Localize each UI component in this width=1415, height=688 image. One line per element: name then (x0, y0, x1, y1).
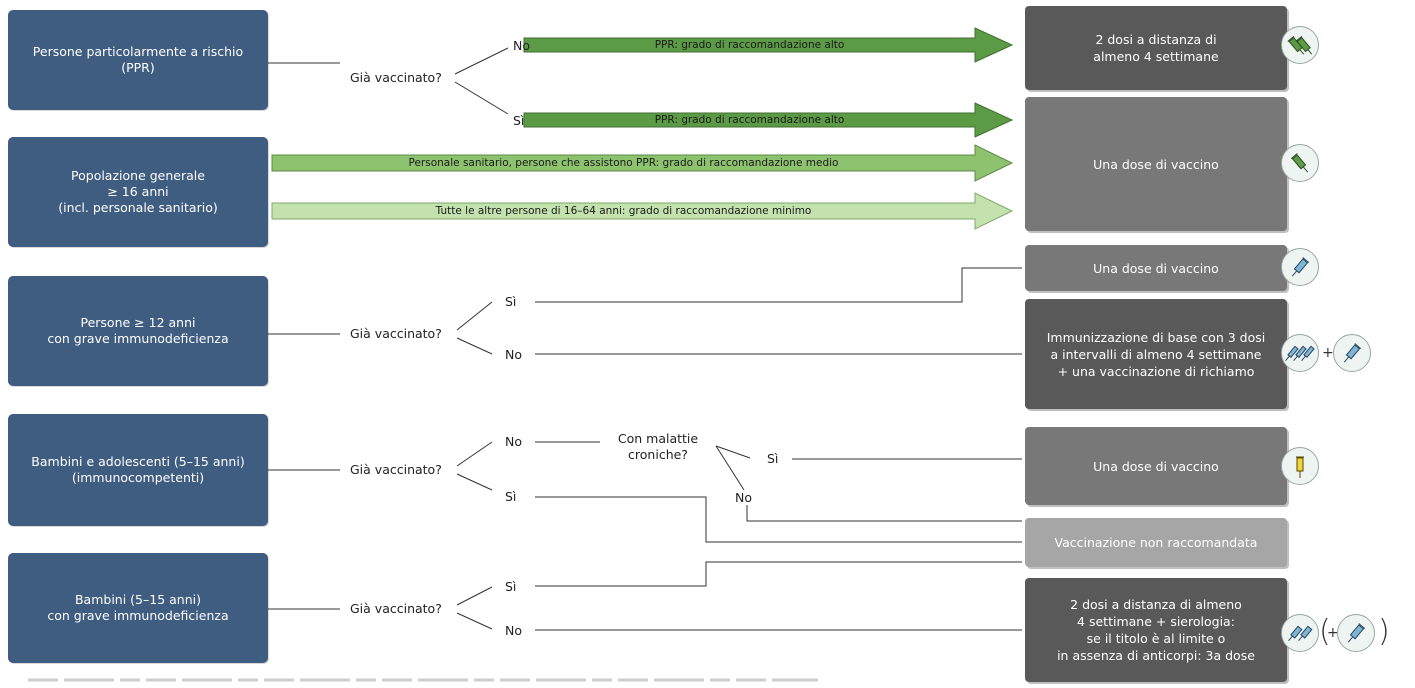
plus-sign-1: + (1322, 345, 1334, 361)
answer-no-4: No (505, 434, 522, 449)
result-box-one-dose-general: Una dose di vaccino (1025, 97, 1287, 231)
question-vaccinated-3: Già vaccinato? (350, 326, 442, 341)
group-label-general-population: Popolazione generale ≥ 16 anni (incl. pe… (58, 168, 218, 215)
result-box-basic-immunization: Immunizzazione di base con 3 dosi a inte… (1025, 299, 1287, 409)
question-chronic: Con malattie croniche? (617, 431, 699, 462)
answer-yes-3: Sì (505, 294, 517, 309)
three-syringes-blue-icon (1281, 334, 1319, 372)
answer-chronic-yes: Sì (767, 451, 779, 466)
group-box-children-immunocompetent: Bambini e adolescenti (5–15 anni) (immun… (8, 414, 268, 526)
answer-no-1: No (513, 38, 530, 53)
group-box-general-population: Popolazione generale ≥ 16 anni (incl. pe… (8, 137, 268, 247)
plus-sign-2: + (1327, 625, 1339, 641)
result-label-one-dose-chronic: Una dose di vaccino (1093, 458, 1219, 474)
booster-syringe-blue-icon (1333, 334, 1371, 372)
two-syringes-blue-icon (1281, 614, 1319, 652)
group-label-immunodeficient-12: Persone ≥ 12 anni con grave immunodefici… (47, 315, 229, 346)
result-label-basic-immunization: Immunizzazione di base con 3 dosi a inte… (1046, 329, 1266, 379)
result-box-one-dose-chronic: Una dose di vaccino (1025, 427, 1287, 505)
answer-chronic-no: No (735, 490, 752, 505)
result-label-not-recommended: Vaccinazione non raccomandata (1054, 535, 1258, 550)
arrow-shapes (271, 27, 1014, 230)
result-label-one-dose-immuno: Una dose di vaccino (1093, 260, 1219, 276)
result-box-not-recommended: Vaccinazione non raccomandata (1025, 518, 1287, 567)
group-box-ppr: Persone particolarmente a rischio (PPR) (8, 10, 268, 110)
result-box-two-doses-serology: 2 dosi a distanza di almeno 4 settimane … (1025, 578, 1287, 682)
paren-close: ) (1378, 614, 1390, 649)
result-label-two-doses-serology: 2 dosi a distanza di almeno 4 settimane … (1057, 597, 1255, 663)
two-syringes-green-icon (1281, 26, 1319, 64)
syringe-blue-icon (1281, 248, 1319, 286)
result-label-one-dose-general: Una dose di vaccino (1093, 156, 1219, 172)
group-box-immunodeficient-12: Persone ≥ 12 anni con grave immunodefici… (8, 276, 268, 386)
footnote-illegible (28, 678, 818, 682)
syringe-green-icon (1281, 144, 1319, 182)
answer-no-5: No (505, 623, 522, 638)
group-box-children-immunodeficient: Bambini (5–15 anni) con grave immunodefi… (8, 553, 268, 663)
result-box-two-doses: 2 dosi a distanza di almeno 4 settimane (1025, 6, 1287, 90)
answer-yes-1: Sì (513, 113, 525, 128)
paren-open: ( (1319, 614, 1331, 649)
answer-yes-5: Sì (505, 579, 517, 594)
question-vaccinated-5: Già vaccinato? (350, 601, 442, 616)
result-box-one-dose-immuno: Una dose di vaccino (1025, 245, 1287, 291)
group-label-ppr: Persone particolarmente a rischio (PPR) (32, 44, 244, 75)
question-vaccinated-1: Già vaccinato? (350, 70, 442, 85)
question-vaccinated-4: Già vaccinato? (350, 462, 442, 477)
group-label-children-immunodeficient: Bambini (5–15 anni) con grave immunodefi… (47, 592, 229, 623)
answer-yes-4: Sì (505, 489, 517, 504)
optional-syringe-blue-icon (1337, 614, 1375, 652)
group-label-children-immunocompetent: Bambini e adolescenti (5–15 anni) (immun… (31, 454, 245, 485)
result-label-two-doses: 2 dosi a distanza di almeno 4 settimane (1093, 32, 1219, 64)
answer-no-3: No (505, 347, 522, 362)
syringe-yellow-icon (1281, 447, 1319, 485)
